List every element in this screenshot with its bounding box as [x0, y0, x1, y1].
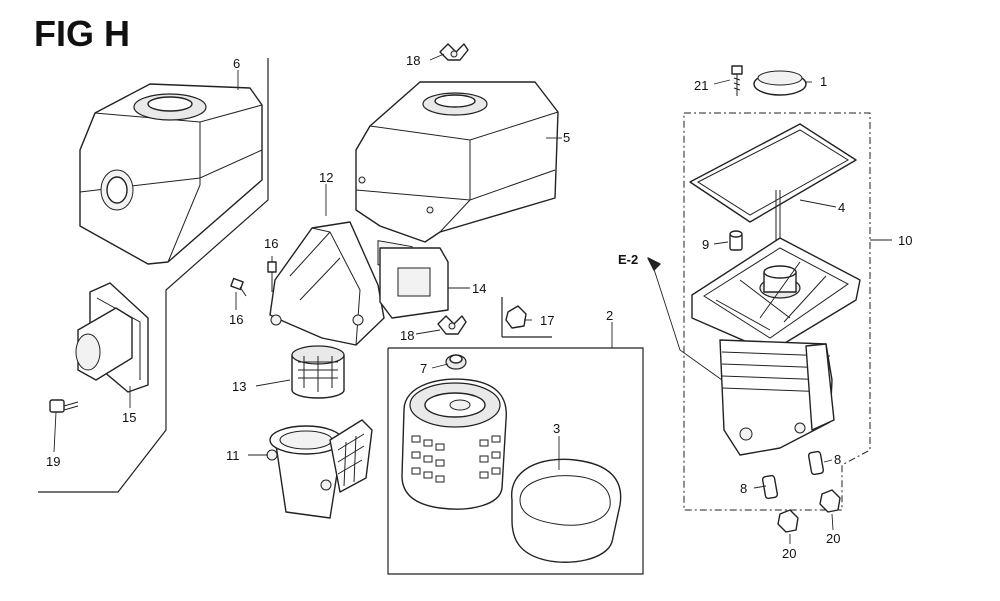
gasket-part: [379, 247, 449, 319]
nut-part-20a: [777, 509, 799, 533]
callout-20-left: 20: [782, 546, 796, 561]
callout-numbers: 6 18 5 12 16 16 14 18 17 2 7 13 15 11 19…: [46, 53, 912, 561]
callout-11: 11: [226, 448, 240, 463]
callout-14: 14: [472, 281, 486, 296]
callout-2: 2: [606, 308, 613, 323]
case-part-10: [691, 237, 861, 456]
reference-e2: E-2: [618, 252, 638, 267]
callout-19: 19: [46, 454, 60, 469]
inner-cover-part: [355, 81, 559, 272]
callout-15: 15: [122, 410, 136, 425]
callout-12: 12: [319, 170, 333, 185]
callout-10: 10: [898, 233, 912, 248]
wing-nut-18-top: [439, 43, 469, 61]
callout-9: 9: [702, 237, 709, 252]
adapter-part: [75, 282, 149, 393]
clamp-part-1: [753, 70, 807, 96]
outer-cover-part: [79, 83, 263, 265]
callout-18-top: 18: [406, 53, 420, 68]
collar-part-9: [729, 230, 743, 251]
callout-16-lower: 16: [229, 312, 243, 327]
callout-1: 1: [820, 74, 827, 89]
bolt-part-19: [49, 399, 79, 413]
callout-7: 7: [420, 361, 427, 376]
section-boundaries: [38, 58, 871, 575]
duct-part: [269, 221, 385, 346]
cup-part: [266, 419, 373, 519]
wing-nut-18-mid: [437, 315, 467, 335]
foam-element-part: [511, 458, 622, 563]
pin-part-8a: [761, 474, 779, 500]
callout-8-right: 8: [834, 452, 841, 467]
filter-element-part: [401, 378, 507, 510]
callout-17: 17: [540, 313, 554, 328]
nut-part-20b: [819, 489, 841, 513]
callout-18-mid: 18: [400, 328, 414, 343]
callout-8-left: 8: [740, 481, 747, 496]
callout-21: 21: [694, 78, 708, 93]
callout-13: 13: [232, 379, 246, 394]
bolt-part-21: [731, 65, 743, 96]
screen-part: [291, 345, 345, 399]
nut-part-17: [505, 305, 527, 329]
callout-4: 4: [838, 200, 845, 215]
callout-16-upper: 16: [264, 236, 278, 251]
callout-6: 6: [233, 56, 240, 71]
callout-20-right: 20: [826, 531, 840, 546]
leader-lines: [53, 53, 892, 544]
callout-3: 3: [553, 421, 560, 436]
callout-5: 5: [563, 130, 570, 145]
screw-part-16: [230, 261, 277, 297]
figure-title: FIG H: [34, 13, 130, 54]
grommet-part-7: [445, 354, 467, 370]
pin-part-8b: [807, 450, 825, 476]
